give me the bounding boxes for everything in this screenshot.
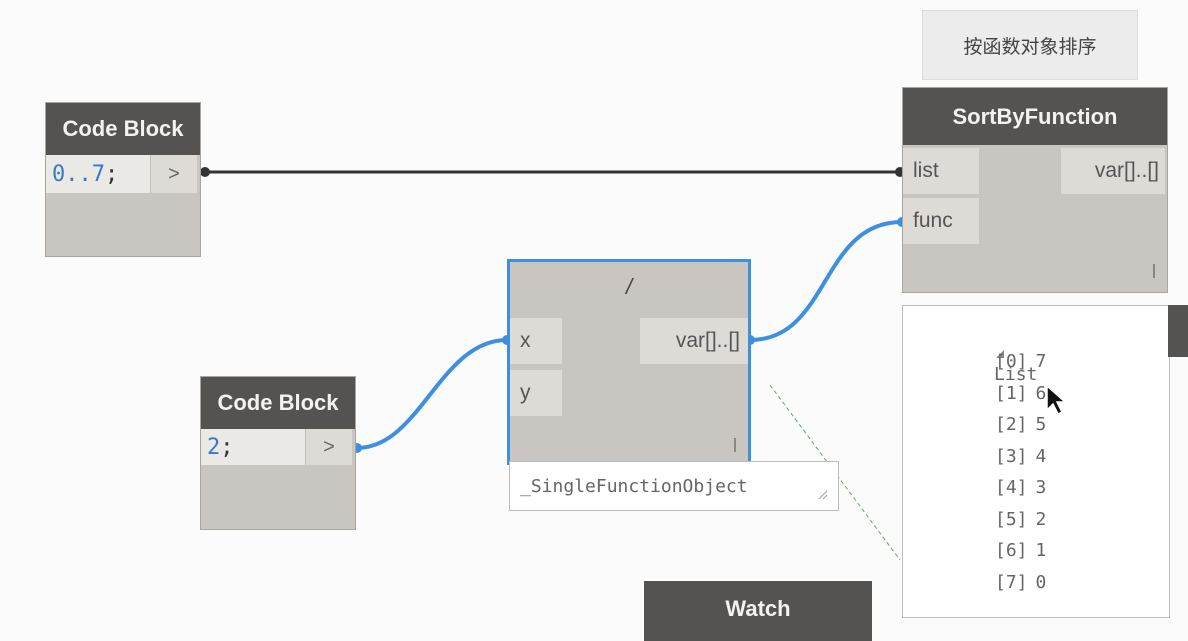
watch-list-item[interactable]: [3] 4 <box>995 446 1046 467</box>
node-tooltip: 按函数对象排序 <box>922 10 1138 80</box>
port-label: x <box>520 329 531 352</box>
output-port[interactable]: var[]..[] <box>1061 148 1165 194</box>
sort-by-function-node[interactable]: SortByFunction list func var[]..[] <box>902 87 1168 293</box>
input-port-y[interactable]: y <box>510 370 562 416</box>
item-value: 3 <box>1035 477 1047 498</box>
lacing-indicator[interactable] <box>1153 264 1155 278</box>
code-semicolon: ; <box>220 434 234 460</box>
output-port[interactable]: > <box>305 429 352 465</box>
resize-grip-icon[interactable] <box>818 490 828 500</box>
watch-list-item[interactable]: [7] 0 <box>995 572 1046 593</box>
tree-root-label: List <box>994 364 1038 385</box>
code-block-node-1[interactable]: Code Block 0..7; > <box>45 102 201 257</box>
tooltip-text: 按函数对象排序 <box>963 36 1097 58</box>
triangle-down-icon[interactable] <box>994 348 1006 360</box>
preview-value: _SingleFunctionObject <box>520 475 748 497</box>
watch-list-item[interactable]: [2] 5 <box>995 414 1046 435</box>
node-title[interactable]: SortByFunction <box>903 88 1167 145</box>
wire-divide-to-func[interactable] <box>749 220 903 342</box>
node-title[interactable]: Code Block <box>46 103 200 155</box>
item-index: [7] <box>995 571 1028 593</box>
input-port-func[interactable]: func <box>903 198 979 244</box>
item-value: 7 <box>1035 351 1047 372</box>
input-port-x[interactable]: x <box>510 318 562 364</box>
item-index: [2] <box>995 414 1028 435</box>
port-label: func <box>913 209 953 232</box>
item-index: [0] <box>995 351 1028 372</box>
node-title[interactable]: / <box>510 262 748 312</box>
item-value: 1 <box>1035 540 1047 561</box>
item-value: 2 <box>1035 508 1047 530</box>
port-label: list <box>913 159 939 182</box>
item-index: [5] <box>995 508 1028 530</box>
watch-list-item[interactable]: [6] 1 <box>995 540 1046 561</box>
watch-node[interactable]: Watch <box>644 581 872 641</box>
item-value: 6 <box>1035 382 1047 404</box>
port-dot-cb1-out[interactable] <box>200 167 210 177</box>
lacing-indicator[interactable] <box>734 438 736 452</box>
tree-root[interactable]: List <box>929 322 1037 406</box>
code-semicolon: ; <box>104 161 119 187</box>
code-editor[interactable]: 0..7; <box>46 155 150 193</box>
wire-codeblock2-to-y[interactable] <box>356 338 508 450</box>
item-index: [3] <box>995 445 1028 467</box>
node-preview-bubble[interactable]: _SingleFunctionObject <box>509 461 839 511</box>
output-port[interactable]: > <box>150 155 197 193</box>
item-value: 4 <box>1035 445 1047 467</box>
code-block-node-2[interactable]: Code Block 2; > <box>200 376 356 530</box>
mouse-pointer-icon <box>1046 384 1067 416</box>
code-number: 0..7 <box>52 161 105 187</box>
port-label: y <box>520 381 531 404</box>
watch-output-panel[interactable]: List [0] 7 [1] 6 [2] 5 [3] 4 [4] 3 [5] 2 [6] 1 [7] 0 <box>902 305 1170 618</box>
code-editor[interactable]: 2; <box>201 429 305 465</box>
watch-list-item[interactable]: [4] 3 <box>995 477 1046 498</box>
port-label: var[]..[] <box>675 329 740 352</box>
node-title[interactable]: Watch <box>644 581 872 637</box>
watch-list-item[interactable]: [0] 7 <box>995 351 1046 372</box>
input-port-list[interactable]: list <box>903 148 979 194</box>
divide-node[interactable]: / x y var[]..[] <box>507 259 751 465</box>
item-index: [6] <box>995 540 1028 561</box>
port-label: var[]..[] <box>1094 159 1159 182</box>
watch-list-item[interactable]: [5] 2 <box>995 509 1046 530</box>
output-port[interactable]: var[]..[] <box>640 318 748 364</box>
code-number: 2 <box>207 434 221 460</box>
item-index: [1] <box>995 382 1028 404</box>
item-value: 0 <box>1035 571 1047 593</box>
item-value: 5 <box>1035 414 1047 435</box>
panel-edge-indicator <box>1168 305 1188 357</box>
node-title[interactable]: Code Block <box>201 377 355 429</box>
watch-list-item[interactable]: [1] 6 <box>995 383 1046 404</box>
item-index: [4] <box>995 477 1028 498</box>
